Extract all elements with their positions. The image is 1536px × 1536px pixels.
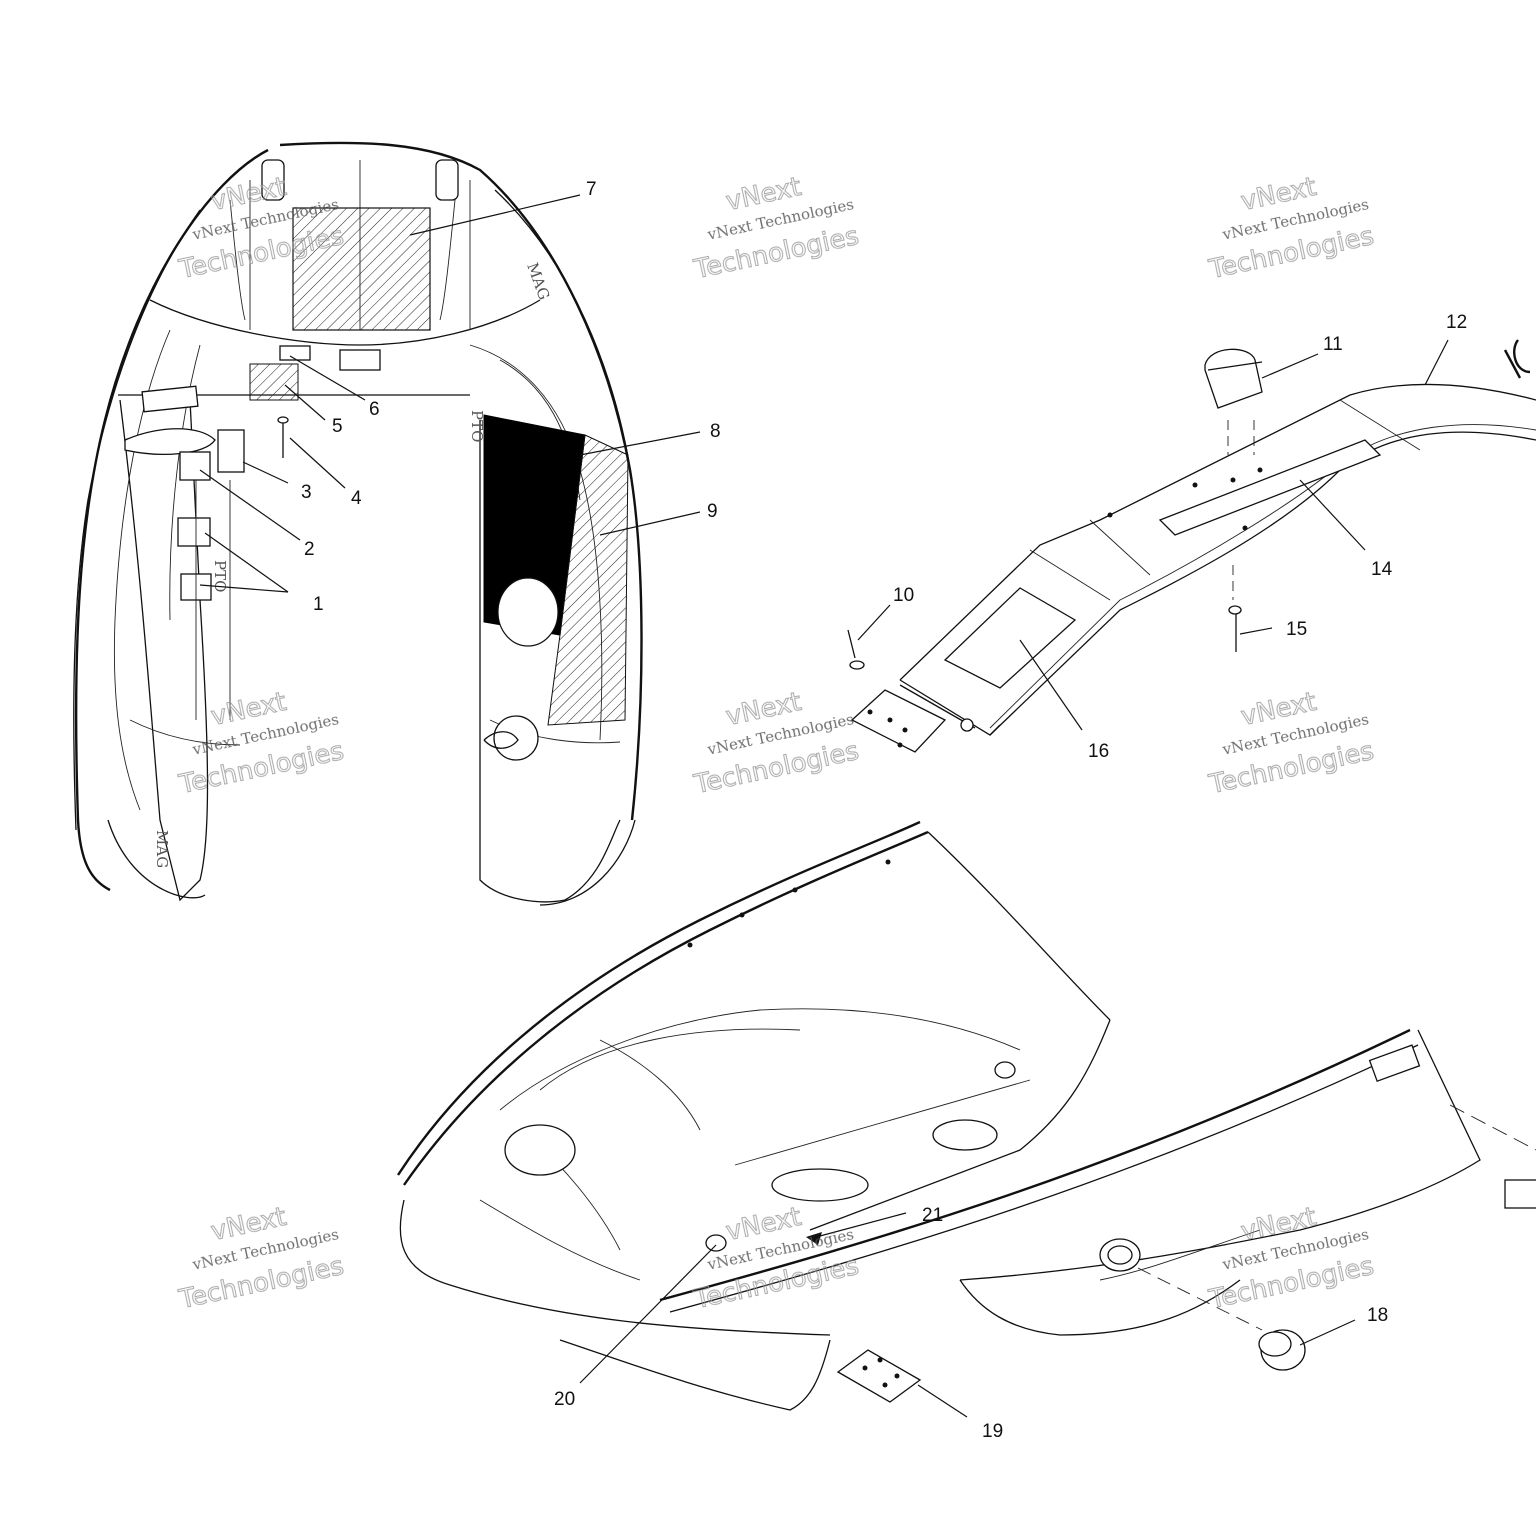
callout-9: 9 [707,501,718,522]
callout-14: 14 [1371,559,1393,580]
callout-10: 10 [893,585,914,606]
callout-6: 6 [369,399,380,420]
callout-21: 21 [922,1205,943,1226]
callout-labels: 1 2 3 4 5 6 7 8 9 10 11 12 14 15 16 18 1… [301,179,1467,1442]
callout-3: 3 [301,482,312,503]
tunnel-assembly [847,339,1536,753]
mag-mark-left: MAG [153,830,171,868]
callout-12: 12 [1446,312,1467,333]
callout-2: 2 [304,539,315,560]
callout-20: 20 [554,1389,575,1410]
callout-4: 4 [351,488,362,509]
pto-mark: PTO [468,410,486,442]
callout-1: 1 [313,594,324,615]
hood-top-view: PTO PTO MAG MAG [73,141,643,906]
callout-5: 5 [332,416,343,437]
mag-mark: MAG [523,260,553,302]
callout-7: 7 [586,179,597,200]
callout-16: 16 [1088,741,1109,762]
pto-mark-left: PTO [211,560,229,592]
callout-11: 11 [1323,334,1343,355]
leader-lines [199,194,1449,1418]
callout-15: 15 [1286,619,1307,640]
callout-8: 8 [710,421,721,442]
callout-18: 18 [1367,1305,1388,1326]
hood-perspective-view [396,820,1536,1411]
callout-19: 19 [982,1421,1003,1442]
